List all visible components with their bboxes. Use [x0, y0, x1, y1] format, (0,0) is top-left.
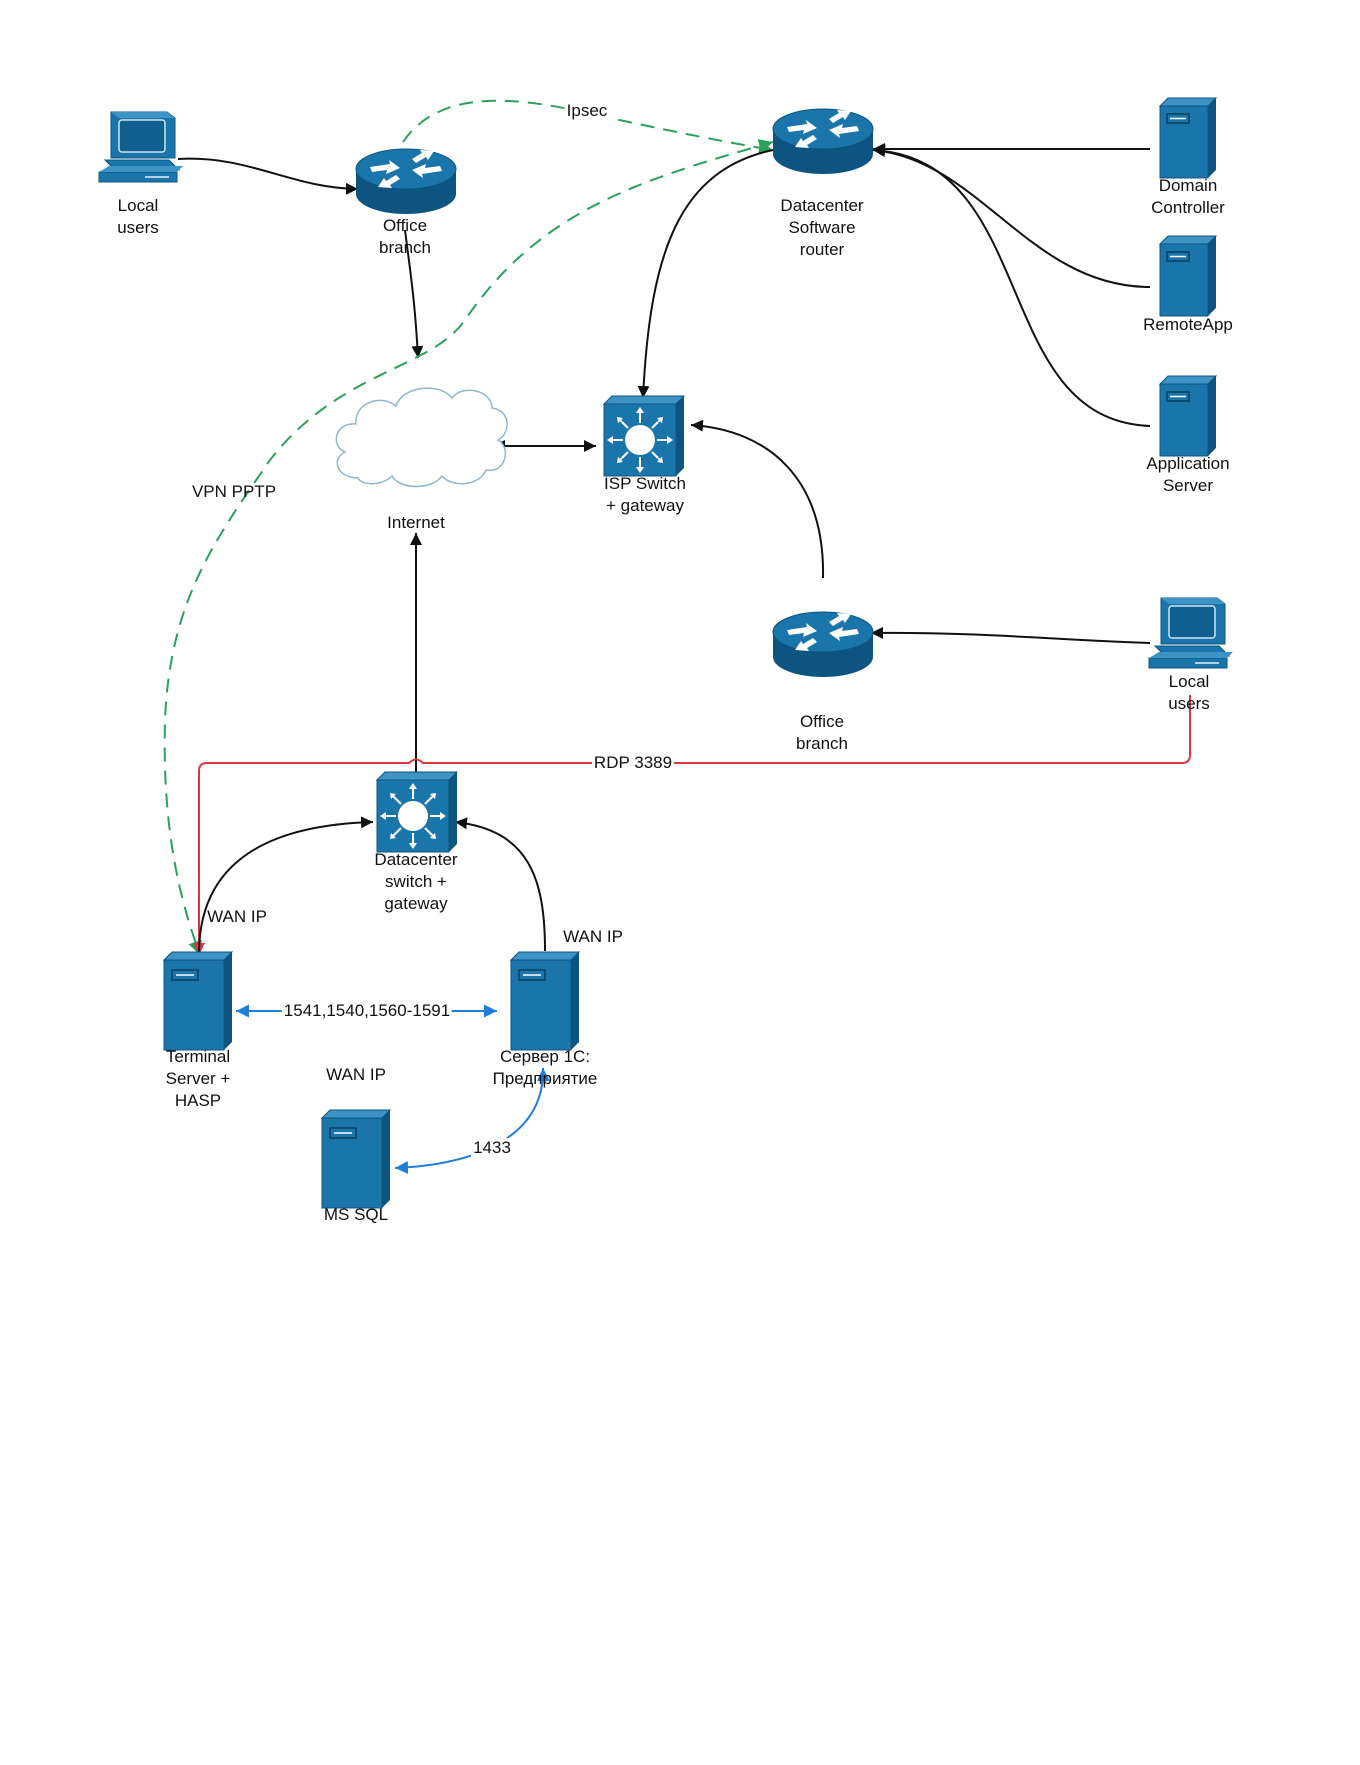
node-label-office-branch-bottom: Office branch [796, 712, 848, 753]
server-icon [1158, 235, 1218, 317]
node-label-internet: Internet [387, 513, 445, 532]
node-label-isp-switch: ISP Switch + gateway [604, 474, 686, 515]
edges [163, 99, 1191, 1174]
edge-router-to-isp-switch [637, 149, 774, 399]
workstation-icon [1148, 597, 1233, 669]
node-label-remoteapp: RemoteApp [1143, 315, 1233, 334]
node-label-datacenter-router: Datacenter Software router [780, 196, 864, 259]
node-label-application-server: Application Server [1146, 454, 1230, 495]
edge-application-server-to-router [872, 144, 1151, 427]
edge-label-rdp-3389: RDP 3389 [591, 753, 675, 773]
node-label-local-users-bottom: Local users [1168, 672, 1210, 713]
edge-label-ports-1c: 1541,1540,1560-1591 [281, 1001, 453, 1021]
router-icon [772, 108, 874, 174]
edge-label-wan-ip-sql: WAN IP [326, 1065, 386, 1084]
server-icon [162, 951, 234, 1051]
server-icon [1158, 97, 1218, 179]
edge-label-wan-ip-terminal: WAN IP [207, 907, 267, 926]
node-label-server-1c: Сервер 1С: Предприятие [492, 1047, 598, 1088]
edge-label-vpn-pptp: VPN PPTP [191, 482, 277, 501]
edge-label-ipsec: Ipsec [564, 101, 610, 121]
edge-remoteapp-to-router [872, 145, 1151, 288]
cloud-icon [335, 387, 508, 488]
node-label-ms-sql: MS SQL [323, 1205, 389, 1224]
edge-1c-to-datacenter-switch [454, 817, 546, 952]
router-icon [355, 148, 457, 214]
node-label-office-branch-top: Office branch [379, 216, 431, 257]
server-icon [509, 951, 581, 1051]
edge-office-branch-bottom-to-isp-switch [690, 419, 825, 579]
switch-icon [602, 395, 686, 477]
node-label-terminal-server: Terminal Server + HASP [165, 1047, 231, 1110]
node-label-domain-controller: Domain Controller [1151, 176, 1225, 217]
node-label-local-users-top: Local users [117, 196, 159, 237]
edge-label-port-1433: 1433 [471, 1138, 513, 1158]
server-icon [320, 1109, 392, 1209]
edge-local-users-to-office-branch [177, 157, 359, 195]
edge-terminal-to-datacenter-switch [198, 816, 374, 953]
switch-icon [375, 771, 459, 853]
edge-label-wan-ip-1c: WAN IP [563, 927, 623, 946]
node-label-datacenter-switch: Datacenter switch + gateway [374, 850, 458, 913]
edge-local-users-bottom-to-office-branch [870, 626, 1151, 644]
workstation-icon [98, 111, 183, 183]
edge-rdp-3389 [193, 695, 1191, 955]
server-icon [1158, 375, 1218, 457]
edge-vpn-pptp-tunnel [163, 139, 774, 956]
router-icon [772, 611, 874, 677]
